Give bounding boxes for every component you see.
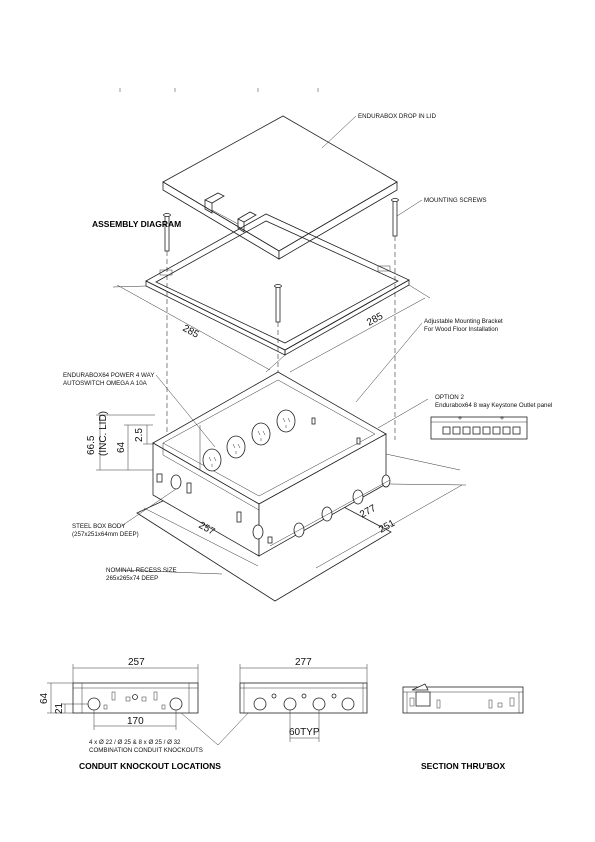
- power-outlets: [202, 409, 296, 472]
- recess-label-1: NOMINAL RECESS SIZE: [106, 567, 177, 574]
- screws-label: MOUNTING SCREWS: [424, 197, 487, 204]
- assembly-title: ASSEMBLY DIAGRAM: [92, 219, 181, 229]
- leader-lines: [119, 115, 429, 746]
- steel-box-body: [136, 371, 392, 602]
- side-spacing: 60TYP: [289, 727, 320, 738]
- side-knockouts: [293, 474, 391, 538]
- height-total: 66.5: [86, 435, 97, 455]
- height-body: 64: [116, 441, 127, 453]
- knockouts-label-2: COMBINATION CONDUIT KNOCKOUTS: [89, 747, 203, 754]
- section-title: SECTION THRU'BOX: [421, 761, 506, 771]
- height-total-note: (INC. LID): [98, 411, 109, 456]
- front-offset: 21: [54, 702, 65, 714]
- sheet-ticks: [119, 88, 319, 92]
- front-width: 257: [128, 657, 145, 668]
- front-elevation: [72, 682, 199, 714]
- conduit-title: CONDUIT KNOCKOUT LOCATIONS: [79, 761, 221, 771]
- box-dimension-lines: [96, 414, 467, 569]
- steel-label-1: STEEL BOX BODY: [72, 523, 125, 530]
- drop-in-lid: [162, 115, 398, 260]
- bracket-label-2: For Wood Floor Installation: [424, 326, 499, 333]
- steel-label-2: (257x251x64mm DEEP): [72, 531, 139, 538]
- side-dimension-lines: [239, 664, 368, 742]
- keystone-panel: [430, 416, 528, 440]
- body-depth: 251: [377, 518, 397, 536]
- option-label-1: OPTION 2: [435, 394, 464, 401]
- frame-width-right: 285: [365, 311, 385, 329]
- power-label-1: ENDURABOX64 POWER 4 WAY: [63, 372, 154, 379]
- power-label-2: AUTOSWITCH OMEGA A 10A: [63, 380, 148, 387]
- recess-label-2: 265x265x74 DEEP: [106, 575, 158, 582]
- option-label-2: Endurabox64 8 way Keystone Outlet panel: [435, 402, 552, 409]
- front-spacing: 170: [127, 716, 144, 727]
- bracket-label-1: Adjustable Mounting Bracket: [424, 318, 503, 325]
- section-view: [402, 683, 524, 714]
- front-dimension-lines: [47, 664, 199, 730]
- knockouts-label-1: 4 x Ø 22 / Ø 25 & 8 x Ø 25 / Ø 32: [89, 739, 181, 746]
- mounting-screws: [163, 198, 399, 323]
- body-depth-outer: 277: [358, 503, 378, 521]
- lip-height: 2.5: [134, 428, 145, 442]
- front-knockouts: [156, 417, 361, 544]
- frame-width-left: 285: [181, 323, 201, 341]
- side-elevation: [239, 682, 368, 714]
- front-height: 64: [39, 692, 50, 704]
- frame-dimension-lines: [112, 284, 431, 373]
- side-width: 277: [295, 657, 312, 668]
- lid-label: ENDURABOX DROP IN LID: [358, 113, 436, 120]
